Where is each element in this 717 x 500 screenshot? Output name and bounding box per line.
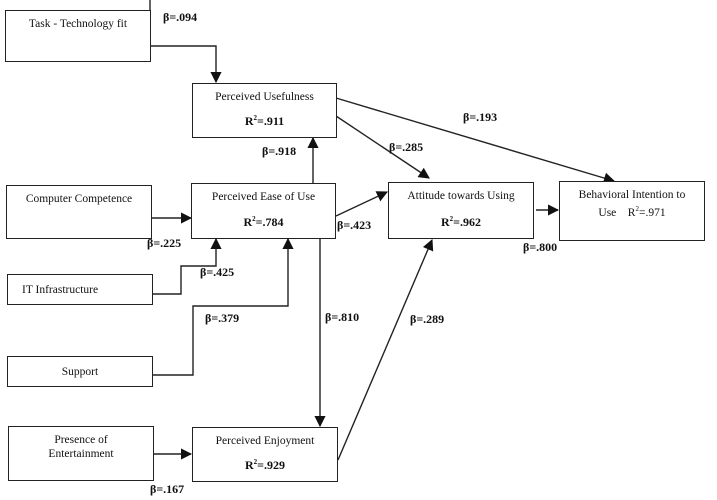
- node-it-infrastructure: IT Infrastructure: [7, 274, 153, 305]
- beta-cc-peou: β=.225: [147, 236, 182, 250]
- arrow-peou-att: [335, 191, 389, 217]
- arrow-support-peou: [153, 237, 294, 376]
- node-label: Perceived Ease of Use: [211, 191, 316, 203]
- node-label: Task - Technology fit: [28, 18, 128, 30]
- beta-poe-pe: β=.167: [150, 482, 185, 496]
- beta-pe-att: β=.289: [410, 312, 445, 326]
- beta-support-peou: β=.379: [205, 311, 240, 325]
- beta-pu-bi: β=.193: [463, 110, 498, 124]
- beta-peou-pu: β=.918: [262, 144, 297, 158]
- r-squared: R2=.929: [244, 458, 285, 472]
- node-attitude-towards-using: Attitude towards Using R2=.962: [388, 182, 534, 239]
- node-label: Perceived Enjoyment: [215, 435, 315, 447]
- node-computer-competence: Computer Competence: [6, 185, 152, 239]
- node-presence-of-entertainment: Presence of Entertainment: [8, 426, 154, 481]
- beta-att-bi: β=.800: [523, 240, 558, 254]
- arrow-ttf-pu: [150, 45, 222, 84]
- beta-pu-att: β=.285: [389, 140, 424, 154]
- arrow-it-peou: [153, 237, 222, 295]
- node-label: Attitude towards Using: [407, 190, 515, 202]
- node-label: Support: [61, 365, 99, 378]
- beta-peou-pe: β=.810: [325, 310, 360, 324]
- node-behavioral-intention: Behavioral Intention to Use R2=.971: [559, 181, 705, 241]
- node-label: Behavioral Intention to Use R2=.971: [560, 188, 704, 220]
- node-label: Presence of Entertainment: [48, 434, 114, 460]
- node-label: IT Infrastructure: [22, 283, 99, 296]
- arrow-pu-att: [335, 115, 430, 179]
- node-support: Support: [7, 356, 153, 387]
- node-label: Computer Competence: [25, 193, 133, 205]
- r-squared: R2=.962: [440, 215, 481, 229]
- node-perceived-usefulness: Perceived Usefulness R2=.911: [192, 83, 337, 138]
- arrow-pu-bi: [335, 97, 616, 184]
- beta-ttf-pu: β=.094: [163, 10, 198, 24]
- r-squared: R2=.911: [244, 114, 285, 128]
- node-perceived-enjoyment: Perceived Enjoyment R2=.929: [192, 427, 338, 482]
- behavioral-intention-line2: Use R2=.971: [598, 205, 666, 219]
- beta-peou-att: β=.423: [337, 218, 372, 232]
- arrow-pe-att: [337, 238, 434, 461]
- node-task-technology-fit: Task - Technology fit: [5, 10, 151, 62]
- r-squared: R2=.784: [243, 215, 284, 229]
- node-label: Perceived Usefulness: [215, 91, 314, 103]
- node-perceived-ease-of-use: Perceived Ease of Use R2=.784: [191, 183, 336, 239]
- beta-it-peou: β=.425: [200, 265, 235, 279]
